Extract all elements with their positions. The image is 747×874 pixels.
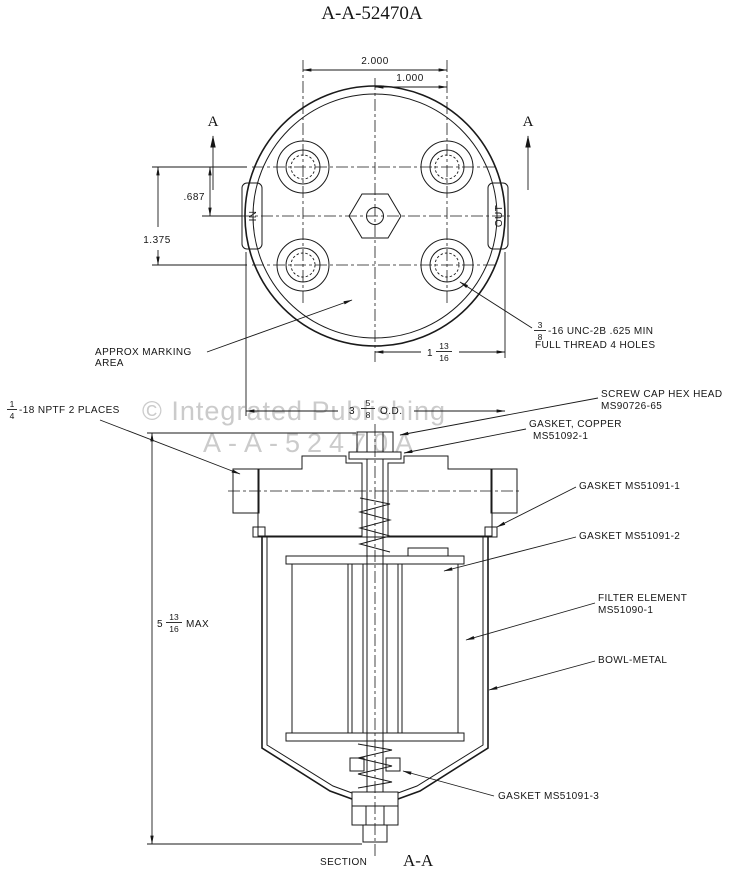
lower-spring [357, 743, 393, 789]
center-hex-boss [348, 193, 402, 239]
thread-num: 3 [538, 320, 543, 330]
thread-note-line1: -16 UNC-2B .625 MIN [548, 326, 653, 337]
label-gasket-1: GASKET MS51091-1 [579, 481, 680, 492]
label-gasket-2: GASKET MS51091-2 [579, 531, 680, 542]
dim-1-13-16: 1 13 16 [374, 252, 506, 363]
dim-687-text: .687 [184, 192, 205, 203]
dim-max-height: 5 13 16 MAX [147, 432, 362, 845]
section-letter-left: A [208, 114, 219, 130]
gasket-3-part [349, 757, 401, 772]
bolt-hole [420, 238, 474, 292]
dim-2000: 2.000 [302, 56, 448, 72]
dim-od: 3 5 8 O.D. [245, 252, 506, 420]
gasket-2-part [407, 547, 449, 557]
nptf-den: 4 [10, 411, 15, 421]
callouts: SCREW CAP HEX HEAD MS90726-65 GASKET, CO… [399, 389, 722, 802]
port-tab-out: OUT [487, 182, 509, 250]
dim-rad-den: 16 [439, 353, 449, 363]
thread-den: 8 [538, 332, 543, 342]
dim-1375-text: 1.375 [143, 235, 171, 246]
top-view: IN OUT A A 2.000 1.000 [95, 56, 655, 420]
drain-assembly [351, 791, 399, 843]
thread-note-line2: FULL THREAD 4 HOLES [535, 340, 655, 351]
section-letter-right: A [523, 114, 534, 130]
port-boss-right [490, 468, 518, 514]
rim-gaskets [252, 526, 498, 538]
page-title: A-A-52470A [321, 3, 423, 24]
section-view: 1 4 -18 NPTF 2 PLACES SCREW CAP HEX HEAD… [7, 389, 722, 870]
centerlines [240, 60, 510, 362]
label-gasket-3: GASKET MS51091-3 [498, 791, 599, 802]
section-arrow-left: A [208, 114, 219, 190]
dim-rad-num: 13 [439, 341, 449, 351]
port-in-label: IN [248, 211, 259, 222]
label-screw-cap-1: SCREW CAP HEX HEAD [601, 389, 722, 400]
section-caption: SECTION A-A [320, 851, 434, 870]
dim-od-suffix: O.D. [380, 406, 403, 417]
label-filter-1: FILTER ELEMENT [598, 593, 687, 604]
dim-max-suffix: MAX [186, 619, 209, 630]
label-screw-cap-2: MS90726-65 [601, 401, 662, 412]
nptf-num: 1 [10, 399, 15, 409]
dim-max-num: 13 [169, 612, 179, 622]
dim-max-den: 16 [169, 624, 179, 634]
label-gasket-copper-1: GASKET, COPPER [529, 419, 622, 430]
bolt-hole [276, 140, 330, 194]
dim-od-den: 8 [366, 410, 371, 420]
label-gasket-copper-2: MS51092-1 [533, 431, 588, 442]
bolt-hole [420, 140, 474, 194]
dim-2000-text: 2.000 [361, 56, 389, 67]
marking-note-line2: AREA [95, 358, 124, 369]
label-filter-2: MS51090-1 [598, 605, 653, 616]
caption-section: SECTION [320, 857, 367, 868]
caption-aa: A-A [403, 851, 434, 870]
dim-rad-whole: 1 [427, 348, 433, 359]
port-out-label: OUT [494, 205, 505, 227]
filter-element [285, 555, 465, 742]
dim-687: .687 [152, 166, 247, 266]
nptf-note: -18 NPTF 2 PLACES [19, 405, 120, 416]
marking-note-line1: APPROX MARKING [95, 347, 192, 358]
dim-max-whole: 5 [157, 619, 163, 630]
bowl-section [261, 536, 489, 800]
note-marking-area: APPROX MARKING AREA [95, 299, 353, 369]
dim-od-whole: 3 [349, 406, 355, 417]
dim-od-num: 5 [366, 398, 371, 408]
dim-1000-text: 1.000 [396, 73, 424, 84]
label-bowl: BOWL-METAL [598, 655, 667, 666]
note-nptf: 1 4 -18 NPTF 2 PLACES [7, 399, 241, 475]
note-thread: 3 8 -16 UNC-2B .625 MIN FULL THREAD 4 HO… [459, 281, 655, 351]
dim-1000: 1.000 [374, 73, 448, 89]
port-boss-left [232, 468, 260, 514]
upper-spring [358, 497, 392, 553]
bolt-hole [276, 238, 330, 292]
section-arrow-right: A [523, 114, 534, 190]
dim-1375: 1.375 [143, 166, 171, 266]
bolt-holes [276, 140, 474, 292]
